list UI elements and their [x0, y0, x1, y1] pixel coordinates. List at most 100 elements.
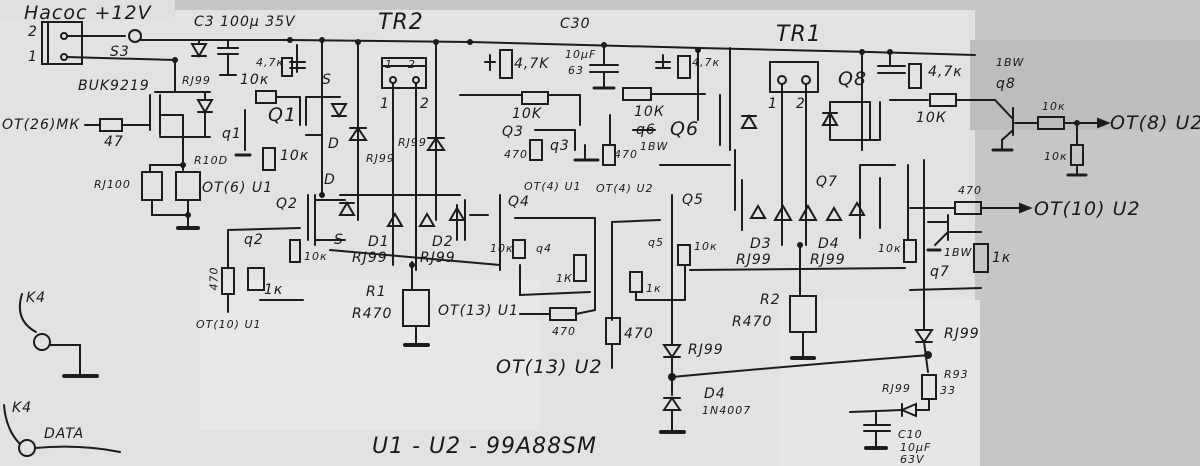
- diode-rj99-tr2: RJ99: [398, 136, 427, 149]
- resistor-gate-47: 47: [104, 134, 124, 150]
- mosfet-q4-label: Q4: [508, 194, 530, 210]
- resistor-1k-q7: 1к: [992, 250, 1012, 266]
- input-u1-4: ОТ(4) U1: [524, 180, 582, 193]
- relay-tr1-pin-2-label: 2: [796, 96, 806, 112]
- diode-rj99-d1: RJ99: [352, 250, 388, 266]
- transistor-q4-small: q4: [536, 242, 552, 255]
- data-line-label: DATA: [44, 426, 85, 442]
- diode-d4b-part: 1N4007: [702, 404, 752, 417]
- source-label-q2: S: [334, 232, 344, 248]
- resistor-1k-q4: 1К: [556, 272, 573, 285]
- transistor-q1-label: q1: [222, 126, 242, 142]
- drain-label-q2: D: [324, 172, 336, 188]
- diode-rj99-d3: RJ99: [736, 252, 772, 268]
- resistor-470-q3: 470: [504, 148, 528, 161]
- transistor-q8-small: q8: [996, 76, 1016, 92]
- diode-d3-label: D3: [750, 236, 772, 252]
- resistor-r2-value: R470: [732, 314, 773, 330]
- capacitor-c10-value: 10µF: [900, 441, 932, 454]
- resistor-r1-value: R470: [352, 306, 393, 322]
- capacitor-c10-voltage: 63V: [900, 453, 925, 466]
- capacitor-c10-label: C10: [898, 428, 923, 441]
- transistor-q3-label: Q3: [502, 124, 524, 140]
- resistor-r2: [789, 295, 817, 333]
- capacitor-c3-label: C3 100µ 35V: [194, 14, 296, 30]
- footer-label: U1 - U2 - 99A88SM: [372, 434, 598, 459]
- paper-corner: [0, 0, 175, 20]
- transistor-q2-label: q2: [244, 232, 264, 248]
- diode-d1-label: D1: [368, 234, 390, 250]
- resistor-r93-value: 33: [940, 384, 956, 397]
- resistor-470-q6: 470: [614, 148, 638, 161]
- resistor-4k7-q8: 4,7к: [928, 64, 963, 80]
- mosfet-q1-label: Q1: [268, 104, 298, 126]
- relay-tr2-label: TR2: [378, 10, 424, 35]
- resistor-r1-label: R1: [366, 284, 387, 300]
- mosfet-q7-label: Q7: [816, 174, 838, 190]
- transistor-q3-small: q3: [550, 138, 570, 154]
- resistor-470-u2: 470: [624, 326, 654, 342]
- diode-rj99-top: RJ99: [182, 74, 211, 87]
- resistor-10k-q3: 10K: [512, 106, 542, 122]
- resistor-10k-ground: 10к: [1044, 150, 1068, 163]
- paper-patch: [780, 300, 980, 466]
- resistor-4k7-q1: 4,7к: [256, 56, 285, 69]
- mosfet-q2-label: Q2: [276, 196, 298, 212]
- resistor-10k-q4: 10к: [490, 242, 514, 255]
- resistor-r93-label: R93: [944, 368, 969, 381]
- relay-tr2-pin-2: 2: [408, 58, 416, 71]
- diode-rj99-tr2-left: RJ99: [366, 152, 395, 165]
- transistor-q6-power: 1BW: [640, 140, 669, 153]
- input-u1-6: ОТ(6) U1: [202, 180, 274, 196]
- resistor-r10d: [175, 171, 201, 201]
- resistor-4k7-q6: 4,7к: [692, 56, 721, 69]
- switch-s3-label: S3: [110, 44, 130, 60]
- terminal-k4-label: K4: [26, 290, 47, 306]
- resistor-r100: [141, 171, 163, 201]
- resistor-r1: [402, 289, 430, 327]
- relay-tr1: [769, 61, 819, 93]
- resistor-1k-q5: 1к: [646, 282, 662, 295]
- input-u1-13: ОТ(13) U1: [438, 303, 519, 319]
- relay-tr2-pin-1-label: 1: [380, 96, 390, 112]
- resistor-r100-label: RJ100: [94, 178, 131, 191]
- relay-tr2-pin-2-label: 2: [420, 96, 430, 112]
- diode-d4b-label: D4: [704, 386, 726, 402]
- mosfet-buk9219-label: BUK9219: [78, 78, 150, 94]
- diode-d2-label: D2: [432, 234, 454, 250]
- resistor-470-u1: 470: [552, 325, 576, 338]
- resistor-10k-q7: 10к: [878, 242, 902, 255]
- resistor-10k-top: 10к: [240, 72, 270, 88]
- source-label: S: [322, 72, 332, 88]
- connector-pin-1: 1: [28, 49, 38, 65]
- capacitor-c30-value: 10µF: [565, 48, 597, 61]
- resistor-r2-label: R2: [760, 292, 781, 308]
- connector-title: Насос +12V: [24, 2, 152, 24]
- transistor-q5-small: q5: [648, 236, 664, 249]
- resistor-10k-q6: 10К: [634, 104, 665, 120]
- resistor-470-q7: 470: [958, 184, 982, 197]
- paper-patch: [200, 280, 540, 430]
- relay-tr2: [381, 57, 427, 89]
- diode-rj99-d2: RJ99: [420, 250, 456, 266]
- resistor-10k-q8: 10К: [916, 110, 947, 126]
- mosfet-q5-label: Q5: [682, 192, 704, 208]
- relay-tr1-pin-1-label: 1: [768, 96, 778, 112]
- resistor-10k-input: 10к: [1042, 100, 1066, 113]
- connector-block: [41, 21, 83, 65]
- transistor-q8-power: 1BW: [996, 56, 1025, 69]
- transistor-q7-small: q7: [930, 264, 950, 280]
- resistor-10k-q1: 10к: [280, 148, 310, 164]
- resistor-10k-q5: 10к: [694, 240, 718, 253]
- resistor-4k7-c3: 4,7K: [514, 56, 550, 72]
- input-u2-10: ОТ(10) U2: [1034, 198, 1141, 220]
- input-mk-26: ОТ(26)МК: [2, 117, 81, 133]
- connector-pin-2: 2: [28, 24, 38, 40]
- resistor-470-left: 470: [207, 266, 221, 291]
- diode-rj99-c10: RJ99: [882, 382, 911, 395]
- diode-rj99-bottom: RJ99: [688, 342, 724, 358]
- relay-tr2-pin-1: 1: [385, 58, 393, 71]
- input-u2-4: ОТ(4) U2: [596, 182, 654, 195]
